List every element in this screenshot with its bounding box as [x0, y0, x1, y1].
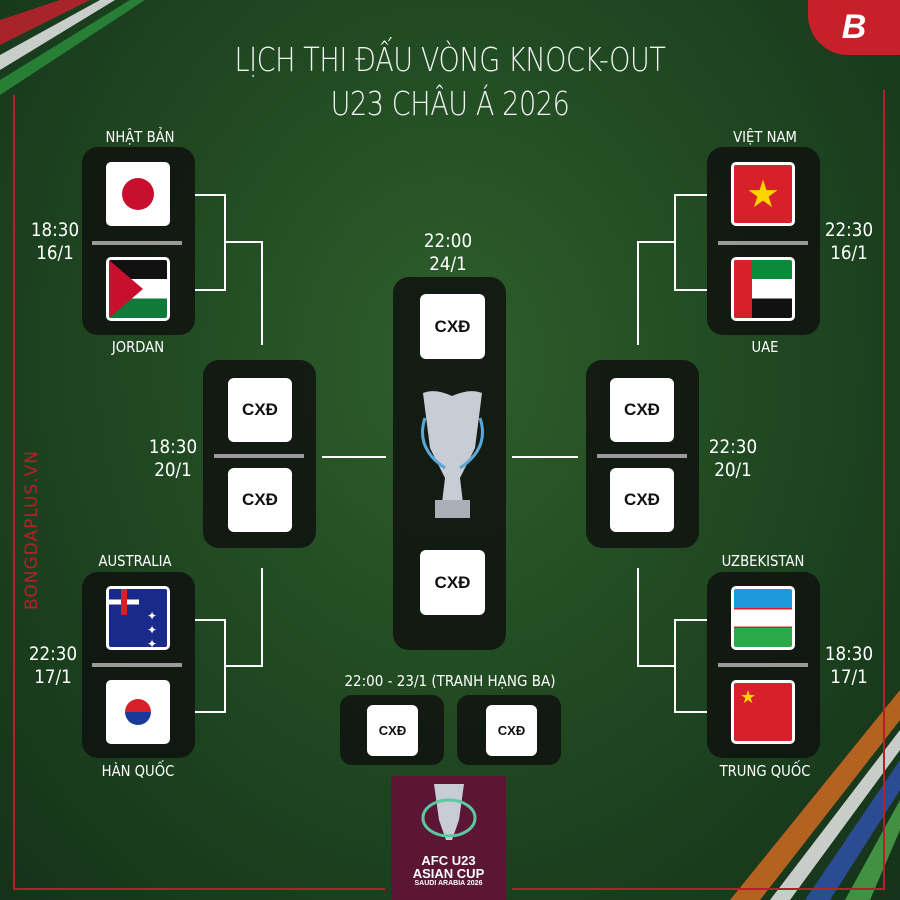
team-name: UZBEKISTAN: [721, 552, 805, 570]
frame-lines: [13, 90, 885, 890]
logo-line2: ASIAN CUP: [412, 866, 485, 881]
vietnam-flag-icon: ★: [731, 162, 795, 226]
team-name: HÀN QUỐC: [101, 762, 175, 780]
china-flag-icon: ★: [731, 680, 795, 744]
team-name: UAE: [751, 338, 779, 356]
tbd-team: CXĐ: [228, 468, 292, 532]
page-subtitle: U23 CHÂU Á 2026: [330, 84, 570, 123]
brand-logo: B: [808, 0, 900, 55]
tbd-team: CXĐ: [610, 378, 674, 442]
tbd-team: CXĐ: [367, 705, 418, 756]
team-name: NHẬT BẢN: [105, 128, 175, 146]
page-title: LỊCH THI ĐẤU VÒNG KNOCK-OUT: [234, 40, 666, 79]
team-name: TRUNG QUỐC: [719, 762, 811, 780]
korea-flag-icon: [106, 680, 170, 744]
australia-flag-icon: ✦ ✦✦: [106, 586, 170, 650]
uzbekistan-flag-icon: [731, 586, 795, 650]
tbd-team: CXĐ: [420, 550, 485, 615]
tbd-team: CXĐ: [610, 468, 674, 532]
watermark: BONGDAPLUS.VN: [21, 450, 42, 610]
third-place-label: 22:00 - 23/1 (TRANH HẠNG BA): [344, 672, 556, 690]
logo-line1: AFC U23: [421, 853, 476, 868]
brand-logo-text: B: [841, 8, 867, 46]
uae-flag-icon: [731, 257, 795, 321]
tbd-team: CXĐ: [228, 378, 292, 442]
team-name: JORDAN: [111, 338, 165, 356]
tbd-team: CXĐ: [486, 705, 537, 756]
bracket-lines: [195, 194, 707, 713]
logo-line3: SAUDI ARABIA 2026: [414, 880, 483, 887]
tbd-team: CXĐ: [420, 294, 485, 359]
trophy-icon: [421, 784, 476, 840]
japan-flag-icon: [106, 162, 170, 226]
team-name: VIỆT NAM: [733, 128, 797, 146]
tournament-logo: AFC U23 ASIAN CUP SAUDI ARABIA 2026: [391, 776, 506, 900]
jordan-flag-icon: [106, 257, 170, 321]
trophy-icon: [421, 391, 484, 518]
team-name: AUSTRALIA: [98, 552, 172, 570]
